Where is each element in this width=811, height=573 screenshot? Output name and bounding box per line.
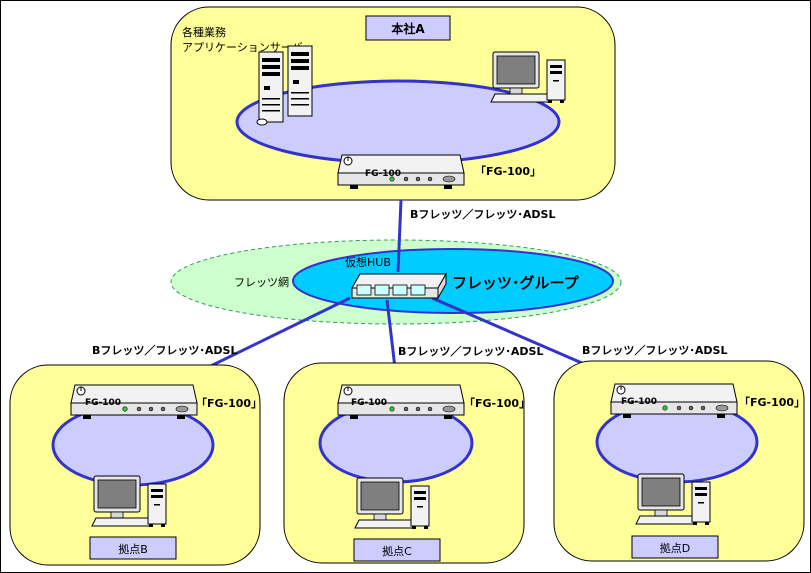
site-c: FG-100 「FG-100」 拠点C	[283, 362, 530, 564]
site-b-router-icon: FG-100	[70, 384, 198, 420]
site-d-router-label: 「FG-100」	[739, 395, 805, 409]
site-b-router-label: 「FG-100」	[196, 396, 262, 410]
site-b-label: 拠点B	[118, 543, 148, 556]
hq-pc-icon	[490, 51, 566, 104]
site-d-pc-icon	[635, 473, 711, 526]
site-b-lan	[51, 403, 215, 487]
site-b: FG-100 「FG-100」 拠点B	[9, 364, 262, 566]
link-d-label: Bフレッツ／フレッツ･ADSL	[582, 344, 727, 357]
hq-router-label: 「FG-100」	[475, 164, 541, 178]
servers-caption-line1: 各種業務	[182, 25, 226, 39]
hq-router-icon: FG-100	[337, 154, 465, 190]
hq-site: 本社A 各種業務 アプリケーションサーバ FG-100 「FG-100」	[170, 6, 616, 201]
site-c-pc-icon	[354, 477, 430, 530]
link-hq	[396, 199, 403, 273]
site-c-label-box	[353, 538, 441, 562]
site-d-label-box	[631, 535, 719, 559]
application-server-icon	[256, 45, 313, 126]
flets-net-label: フレッツ網	[234, 275, 289, 289]
site-d-router-icon: FG-100	[610, 383, 738, 419]
site-d-label: 拠点D	[660, 542, 690, 555]
hq-router-model: FG-100	[365, 169, 401, 179]
flets-group-label: フレッツ･グループ	[452, 274, 580, 292]
site-c-router-icon: FG-100	[337, 384, 465, 420]
link-c-label: Bフレッツ／フレッツ･ADSL	[398, 345, 543, 358]
site-d: FG-100 「FG-100」 拠点D	[553, 360, 805, 562]
servers-caption-line2: アプリケーションサーバ	[182, 41, 303, 54]
site-b-label-box	[89, 536, 177, 560]
site-c-label: 拠点C	[382, 545, 412, 558]
site-c-router-model: FG-100	[351, 398, 387, 408]
site-b-pc-icon	[91, 475, 167, 528]
site-d-router-model: FG-100	[621, 397, 657, 407]
virtual-hub-icon	[351, 272, 447, 300]
virtual-hub-label: 仮想HUB	[345, 255, 391, 269]
hq-label-box	[365, 15, 451, 41]
site-c-router-label: 「FG-100」	[464, 396, 530, 410]
hq-label: 本社A	[391, 21, 425, 36]
link-b-label: Bフレッツ／フレッツ･ADSL	[92, 344, 237, 357]
link-hq-label: Bフレッツ／フレッツ･ADSL	[410, 208, 555, 221]
site-b-router-model: FG-100	[85, 398, 121, 408]
